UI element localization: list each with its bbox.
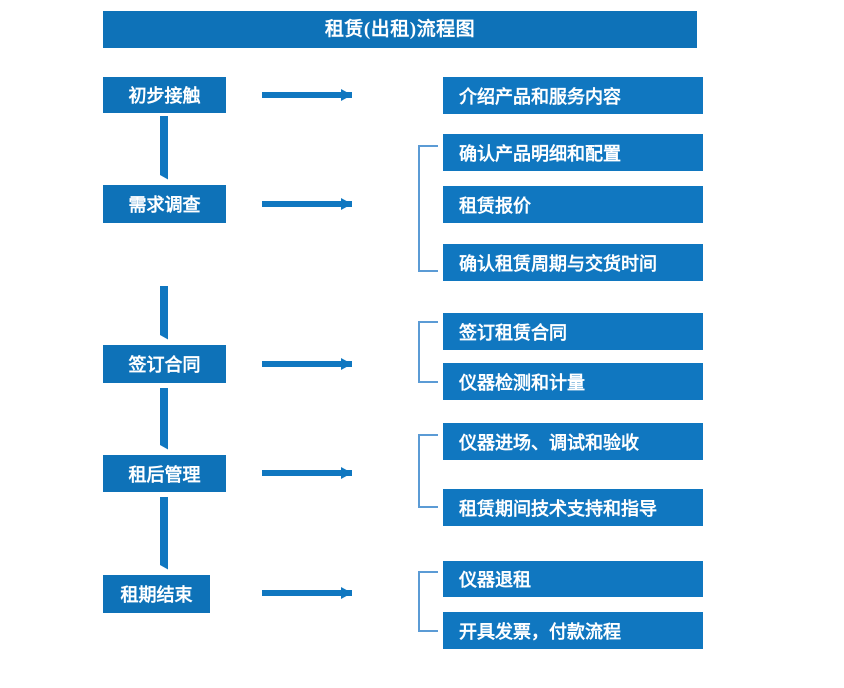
stage-box-rent-end[interactable]: 租期结束 [103,575,210,613]
detail-box-technical-support[interactable]: 租赁期间技术支持和指导 [443,489,703,526]
stage-box-sign-contract[interactable]: 签订合同 [103,345,226,383]
detail-box-introduce-products[interactable]: 介绍产品和服务内容 [443,77,703,114]
page-title: 租赁(出租)流程图 [103,11,697,48]
stage-box-initial-contact[interactable]: 初步接触 [103,77,226,113]
bracket-sign-contract [418,321,438,383]
bracket-group [418,145,438,632]
bracket-post-rent [418,434,438,508]
stage-box-post-rent-management[interactable]: 租后管理 [103,455,226,492]
bracket-needs-survey [418,145,438,272]
detail-box-invoice-payment[interactable]: 开具发票，付款流程 [443,612,703,649]
detail-box-rental-quote[interactable]: 租赁报价 [443,186,703,223]
detail-box-instrument-inspection[interactable]: 仪器检测和计量 [443,363,703,400]
bracket-rent-end [418,571,438,632]
detail-box-confirm-product-spec[interactable]: 确认产品明细和配置 [443,134,703,171]
detail-box-confirm-period-delivery[interactable]: 确认租赁周期与交货时间 [443,244,703,281]
horizontal-arrow-group [262,89,352,599]
detail-box-sign-rental-contract[interactable]: 签订租赁合同 [443,313,703,350]
detail-box-instrument-return[interactable]: 仪器退租 [443,561,703,597]
stage-box-needs-survey[interactable]: 需求调查 [103,185,226,223]
detail-box-instrument-entry-commission[interactable]: 仪器进场、调试和验收 [443,423,703,460]
